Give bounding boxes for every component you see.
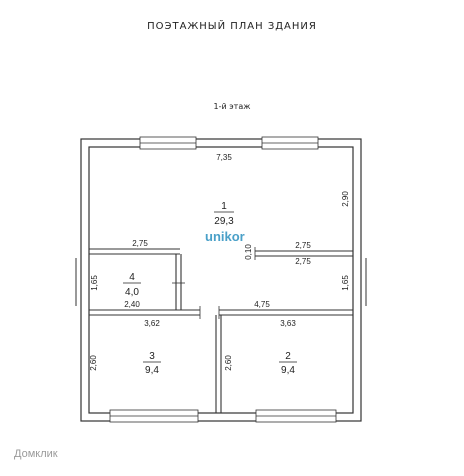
room-number: 2: [285, 351, 291, 362]
dim-right-mid-lower: 2,75: [295, 257, 311, 266]
floor-label: 1-й этаж: [213, 102, 251, 111]
room-number: 4: [129, 272, 135, 283]
room-number: 3: [149, 351, 155, 362]
plan-title: ПОЭТАЖНЫЙ ПЛАН ЗДАНИЯ: [147, 21, 317, 32]
dim-room2-height: 2,60: [224, 355, 233, 371]
room-number: 1: [221, 201, 227, 212]
windows: [109, 136, 337, 423]
dim-right-mid-upper: 2,75: [295, 241, 311, 250]
room-2-label: 2 9,4: [279, 351, 297, 376]
door-marks: [172, 247, 256, 319]
dim-corridor: 4,75: [254, 300, 270, 309]
dim-room3-height: 2,60: [89, 355, 98, 371]
dim-left-mid: 2,75: [132, 239, 148, 248]
dim-room4-width: 2,40: [124, 300, 140, 309]
dim-wall: 0,10: [244, 244, 253, 260]
side-notches: [75, 258, 367, 306]
dim-top-width: 7,35: [216, 153, 232, 162]
dim-room2-width: 3,63: [280, 319, 296, 328]
room-3-label: 3 9,4: [143, 351, 161, 376]
dim-room3-width: 3,62: [144, 319, 160, 328]
watermark: unikor: [205, 229, 245, 244]
dim-right-height: 2,90: [341, 191, 350, 207]
room-area: 29,3: [214, 216, 234, 227]
dim-left-small-height: 1,65: [90, 275, 99, 291]
room-area: 9,4: [281, 365, 295, 376]
footer-brand: Домклик: [14, 448, 58, 460]
dim-right-small-height: 1,65: [341, 275, 350, 291]
interior-walls: [89, 248, 353, 413]
room-1-label: 1 29,3: [214, 201, 234, 227]
room-4-label: 4 4,0: [123, 272, 141, 298]
room-area: 4,0: [125, 287, 139, 298]
room-area: 9,4: [145, 365, 159, 376]
